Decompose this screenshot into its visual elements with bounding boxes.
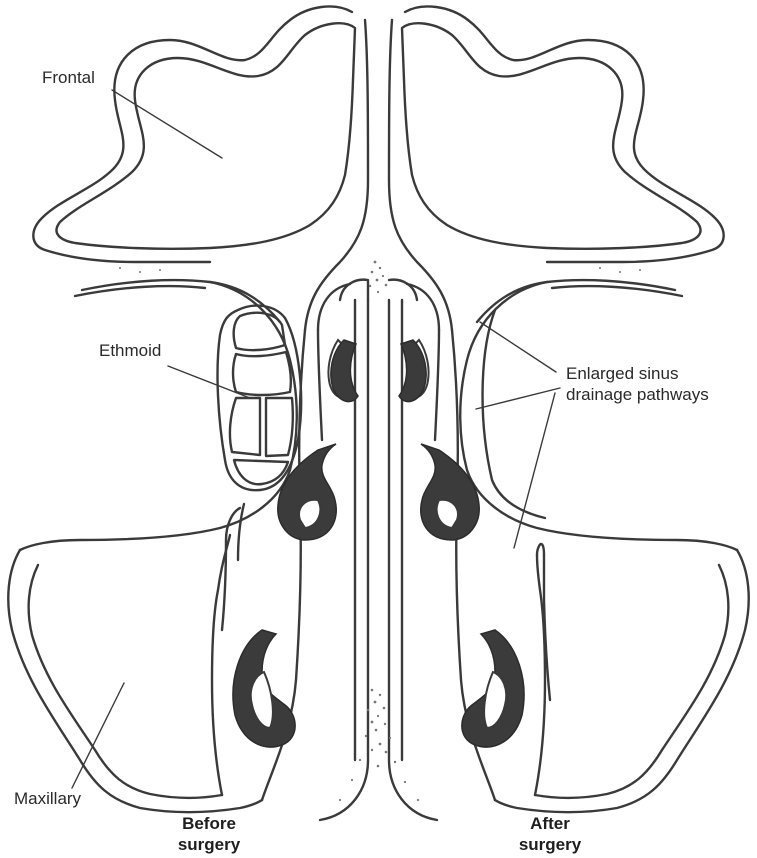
caption-after-line2: surgery [505, 834, 595, 855]
enlarged-leader-1 [480, 322, 556, 372]
caption-after-surgery: After surgery [505, 813, 595, 855]
ethmoid-cell-3 [230, 398, 260, 455]
left-orbit [20, 282, 297, 550]
label-enlarged-pathways-line2: drainage pathways [566, 385, 709, 405]
left-frontal-sinus [56, 23, 355, 249]
enlarged-leader-3 [514, 393, 555, 548]
maxillary-leader [72, 683, 124, 788]
caption-before-line1: Before [164, 813, 254, 834]
ethmoid-leader [168, 366, 250, 398]
ethmoid-cell-2 [233, 352, 291, 395]
caption-before-surgery: Before surgery [164, 813, 254, 855]
caption-before-line2: surgery [164, 834, 254, 855]
ethmoid-cell-4 [266, 398, 293, 456]
label-ethmoid: Ethmoid [99, 341, 161, 361]
right-frontal-sinus [402, 23, 701, 249]
central-septum-top [305, 20, 368, 330]
label-frontal: Frontal [42, 68, 95, 88]
right-maxillary-sinus [495, 550, 749, 812]
right-outer-contour [405, 6, 724, 262]
label-enlarged-pathways-line1: Enlarged sinus [566, 364, 678, 384]
right-orbit [460, 282, 737, 550]
left-outer-contour [33, 6, 352, 262]
label-maxillary: Maxillary [14, 789, 81, 809]
stipple-texture [119, 261, 641, 802]
caption-after-line1: After [505, 813, 595, 834]
enlarged-leader-2 [476, 388, 560, 409]
frontal-leader [112, 90, 222, 158]
